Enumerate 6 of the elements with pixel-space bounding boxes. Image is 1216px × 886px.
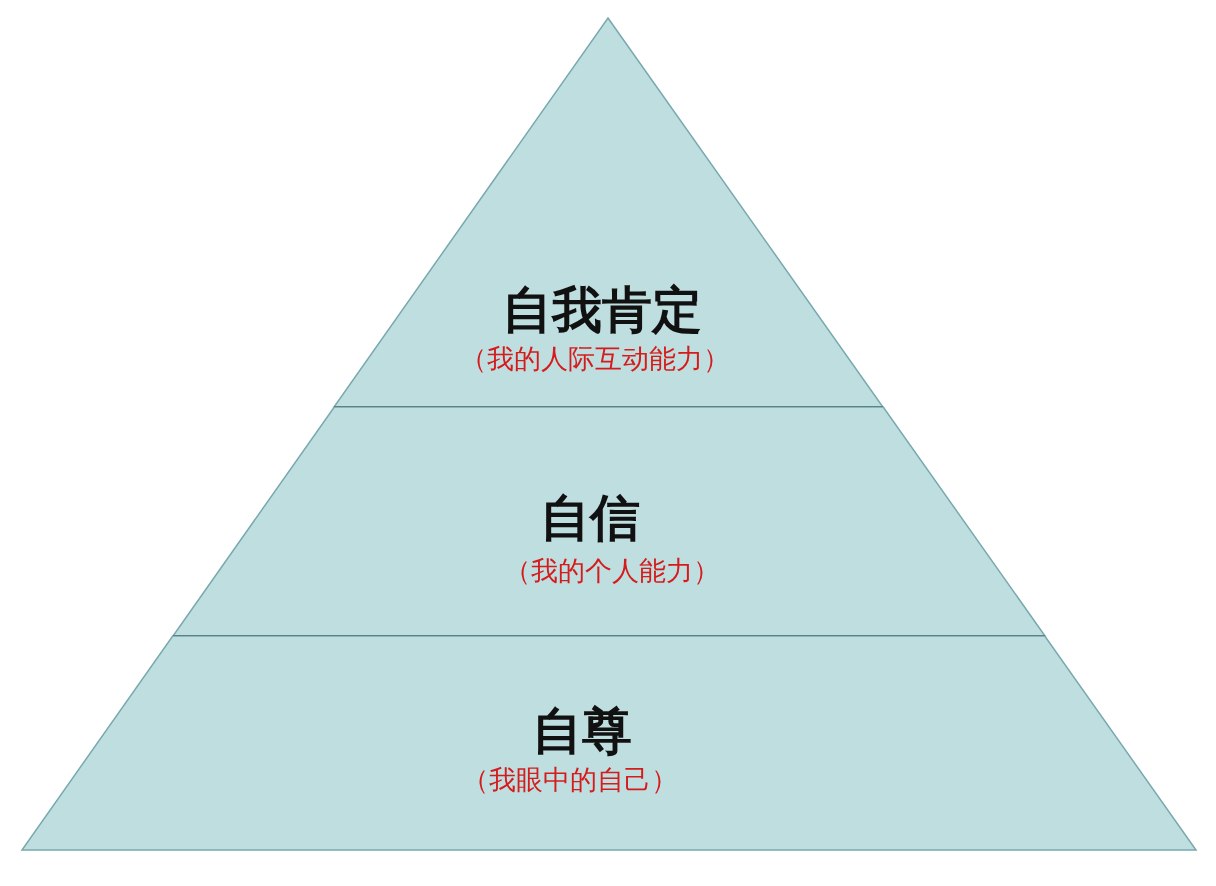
tier-subtitle: （我眼中的自己） — [462, 764, 678, 796]
tier-title: 自尊 — [532, 703, 632, 761]
tier-title: 自我肯定 — [502, 282, 702, 340]
tier-subtitle: （我的人际互动能力） — [460, 343, 730, 375]
tier-title: 自信 — [540, 490, 640, 548]
tier-subtitle: （我的个人能力） — [504, 555, 720, 587]
